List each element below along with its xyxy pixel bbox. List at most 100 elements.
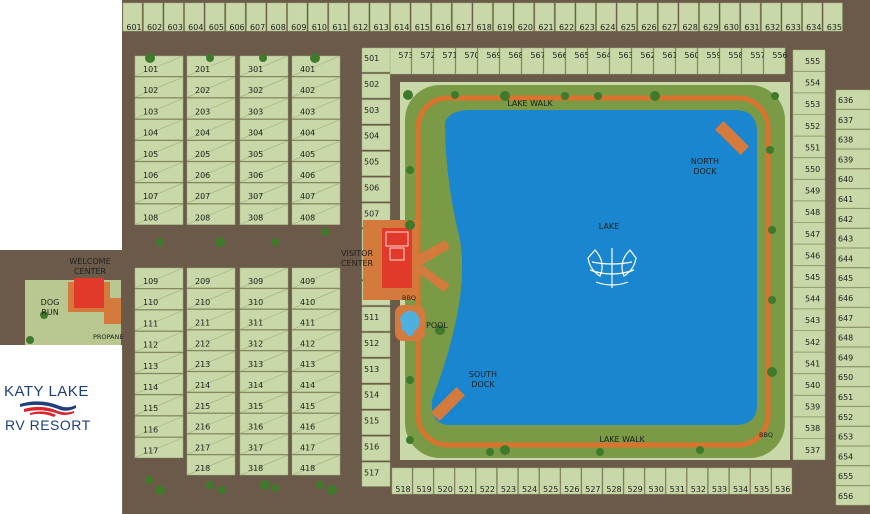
lot-number[interactable]: 411 xyxy=(300,319,315,328)
lot-number[interactable]: 642 xyxy=(838,215,853,224)
lot-number[interactable]: 539 xyxy=(805,403,820,412)
lot-number[interactable]: 538 xyxy=(805,424,820,433)
lot-number[interactable]: 644 xyxy=(838,254,853,263)
lot-number[interactable]: 609 xyxy=(291,23,306,32)
lot-number[interactable]: 621 xyxy=(538,23,553,32)
lot-number[interactable]: 517 xyxy=(364,468,379,477)
lot-number[interactable]: 630 xyxy=(724,23,739,32)
lot-number[interactable]: 103 xyxy=(143,107,158,116)
lot-number[interactable]: 604 xyxy=(188,23,203,32)
lot-number[interactable]: 106 xyxy=(143,171,158,180)
lot-number[interactable]: 110 xyxy=(143,298,158,307)
lot-number[interactable]: 306 xyxy=(248,171,263,180)
lot-number[interactable]: 318 xyxy=(248,464,263,473)
lot-number[interactable]: 404 xyxy=(300,129,315,138)
lot-number[interactable]: 116 xyxy=(143,425,158,434)
lot-number[interactable]: 560 xyxy=(684,51,699,60)
lot-number[interactable]: 403 xyxy=(300,107,315,116)
lot-number[interactable]: 211 xyxy=(195,319,210,328)
lot-number[interactable]: 608 xyxy=(271,23,286,32)
lot-number[interactable]: 641 xyxy=(838,195,853,204)
lot-number[interactable]: 505 xyxy=(364,158,379,167)
lot-number[interactable]: 566 xyxy=(552,51,567,60)
lot-number[interactable]: 529 xyxy=(627,485,642,494)
lot-number[interactable]: 203 xyxy=(195,107,210,116)
lot-number[interactable]: 540 xyxy=(805,381,820,390)
lot-number[interactable]: 626 xyxy=(641,23,656,32)
lot-number[interactable]: 301 xyxy=(248,65,263,74)
lot-number[interactable]: 545 xyxy=(805,273,820,282)
lot-number[interactable]: 607 xyxy=(250,23,265,32)
lot-number[interactable]: 612 xyxy=(353,23,368,32)
lot-number[interactable]: 639 xyxy=(838,155,853,164)
lot-number[interactable]: 655 xyxy=(838,472,853,481)
lot-number[interactable]: 309 xyxy=(248,277,263,286)
lot-number[interactable]: 552 xyxy=(805,122,820,131)
lot-number[interactable]: 304 xyxy=(248,129,263,138)
lot-number[interactable]: 640 xyxy=(838,175,853,184)
lot-number[interactable]: 527 xyxy=(585,485,600,494)
lot-number[interactable]: 418 xyxy=(300,464,315,473)
lot-number[interactable]: 625 xyxy=(621,23,636,32)
lot-number[interactable]: 515 xyxy=(364,417,379,426)
lot-number[interactable]: 117 xyxy=(143,447,158,456)
lot-number[interactable]: 570 xyxy=(464,51,479,60)
lot-number[interactable]: 634 xyxy=(806,23,821,32)
lot-number[interactable]: 313 xyxy=(248,360,263,369)
welcome-center-building[interactable] xyxy=(74,278,104,308)
lot-number[interactable]: 551 xyxy=(805,143,820,152)
lot-number[interactable]: 531 xyxy=(670,485,685,494)
lot-number[interactable]: 307 xyxy=(248,192,263,201)
lot-number[interactable]: 638 xyxy=(838,136,853,145)
lot-number[interactable]: 502 xyxy=(364,80,379,89)
lot-number[interactable]: 613 xyxy=(374,23,389,32)
lot-number[interactable]: 413 xyxy=(300,360,315,369)
lot-number[interactable]: 572 xyxy=(420,51,435,60)
lot-number[interactable]: 312 xyxy=(248,339,263,348)
lot-number[interactable]: 623 xyxy=(580,23,595,32)
lot-number[interactable]: 528 xyxy=(606,485,621,494)
lot-number[interactable]: 111 xyxy=(143,319,158,328)
lot-number[interactable]: 533 xyxy=(712,485,727,494)
lot-number[interactable]: 606 xyxy=(229,23,244,32)
lot-number[interactable]: 544 xyxy=(805,295,820,304)
lot-number[interactable]: 315 xyxy=(248,402,263,411)
lot-number[interactable]: 619 xyxy=(497,23,512,32)
lot-number[interactable]: 507 xyxy=(364,209,379,218)
lot-number[interactable]: 624 xyxy=(600,23,615,32)
lot-number[interactable]: 523 xyxy=(501,485,516,494)
lot-number[interactable]: 215 xyxy=(195,402,210,411)
lot-number[interactable]: 202 xyxy=(195,86,210,95)
lot-number[interactable]: 112 xyxy=(143,341,158,350)
lot-number[interactable]: 308 xyxy=(248,213,263,222)
lot-number[interactable]: 656 xyxy=(838,492,853,501)
lot-number[interactable]: 105 xyxy=(143,150,158,159)
lot-number[interactable]: 568 xyxy=(508,51,523,60)
lot-number[interactable]: 501 xyxy=(364,54,379,63)
lot-number[interactable]: 525 xyxy=(543,485,558,494)
lot-number[interactable]: 204 xyxy=(195,129,210,138)
lot-number[interactable]: 218 xyxy=(195,464,210,473)
lot-number[interactable]: 631 xyxy=(744,23,759,32)
lot-number[interactable]: 414 xyxy=(300,381,315,390)
lot-number[interactable]: 201 xyxy=(195,65,210,74)
lot-number[interactable]: 514 xyxy=(364,391,379,400)
lot-number[interactable]: 652 xyxy=(838,413,853,422)
lot-number[interactable]: 542 xyxy=(805,338,820,347)
south-dock[interactable] xyxy=(431,387,465,421)
lot-number[interactable]: 107 xyxy=(143,192,158,201)
lot-number[interactable]: 512 xyxy=(364,339,379,348)
lot-number[interactable]: 535 xyxy=(754,485,769,494)
lot-number[interactable]: 649 xyxy=(838,353,853,362)
lot-number[interactable]: 602 xyxy=(147,23,162,32)
lot-number[interactable]: 104 xyxy=(143,129,158,138)
lot-number[interactable]: 216 xyxy=(195,423,210,432)
lot-number[interactable]: 534 xyxy=(733,485,748,494)
lot-number[interactable]: 532 xyxy=(691,485,706,494)
lot-number[interactable]: 504 xyxy=(364,132,379,141)
lot-number[interactable]: 567 xyxy=(530,51,545,60)
lot-number[interactable]: 206 xyxy=(195,171,210,180)
lot-number[interactable]: 571 xyxy=(442,51,457,60)
lot-number[interactable]: 506 xyxy=(364,184,379,193)
lot-number[interactable]: 632 xyxy=(765,23,780,32)
